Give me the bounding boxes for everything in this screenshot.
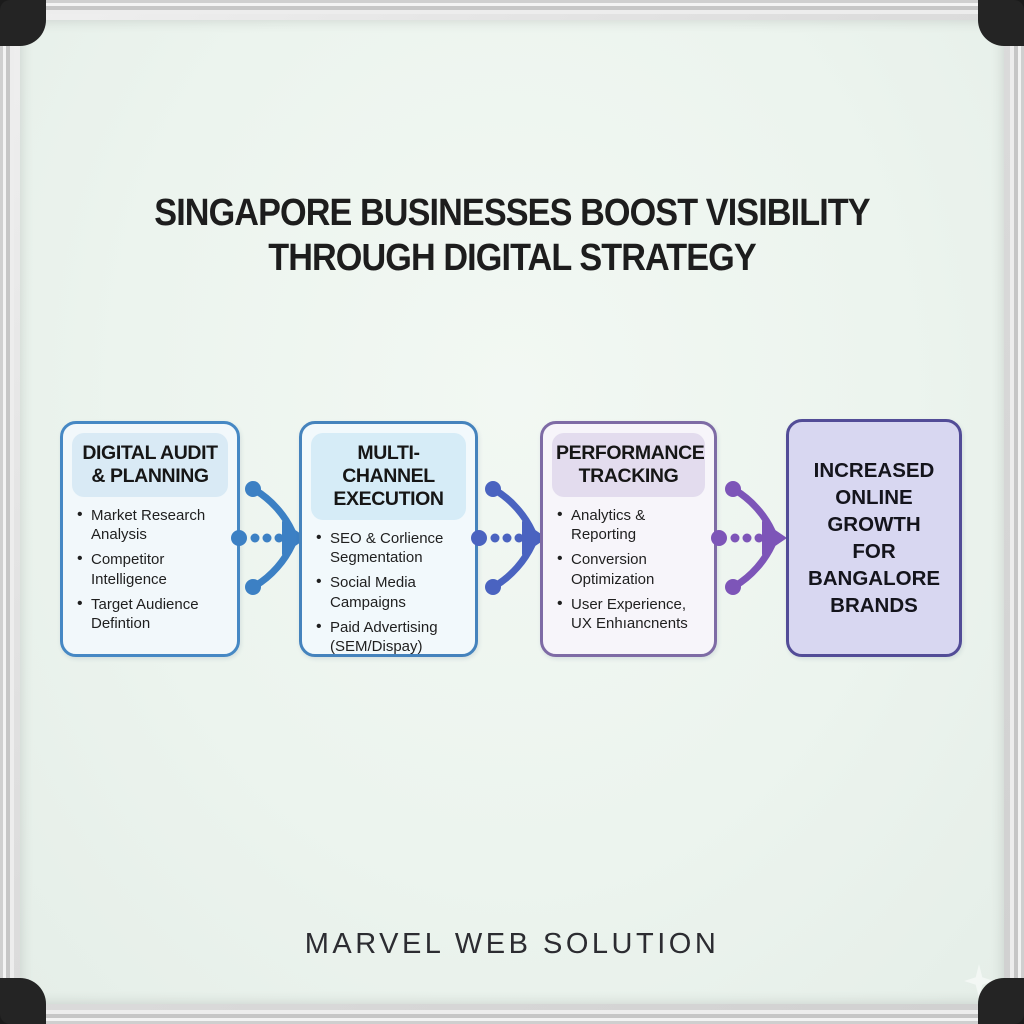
bullet-item: Target Audience Defintion — [77, 594, 231, 633]
card-multi-channel: MULTI-CHANNEL EXECUTION SEO & Corlience … — [299, 421, 478, 657]
frame-corner-cap — [978, 978, 1024, 1024]
card-bullet-list: SEO & Corlience Segmentation Social Medi… — [302, 528, 475, 656]
bullet-item: Analytics & Reporting — [557, 505, 708, 544]
bullet-item: SEO & Corlience Segmentation — [316, 528, 469, 567]
card-digital-audit: DIGITAL AUDIT & PLANNING Market Research… — [60, 421, 240, 657]
whiteboard-surface: SINGAPORE BUSINESSES BOOST VISIBILITY TH… — [20, 20, 1004, 1004]
page-title: SINGAPORE BUSINESSES BOOST VISIBILITY TH… — [154, 192, 870, 279]
bullet-item: Market Research Analysis — [77, 505, 231, 544]
brand-footer: MARVEL WEB SOLUTION — [304, 928, 720, 960]
bullet-item: Competitor Intelligence — [77, 549, 231, 588]
bullet-item: Paid Advertising (SEM/Dispay) — [316, 617, 469, 656]
card-bullet-list: Market Research Analysis Competitor Inte… — [63, 505, 237, 633]
bullet-item: Conversion Optimization — [557, 549, 708, 588]
result-text: INCREASED ONLINE GROWTH FOR BANGALORE BR… — [807, 458, 941, 618]
card-bullet-list: Analytics & Reporting Conversion Optimiz… — [543, 505, 714, 633]
card-performance-tracking: PERFORMANCE TRACKING Analytics & Reporti… — [540, 421, 717, 657]
card-title: MULTI-CHANNEL EXECUTION — [311, 433, 466, 520]
bullet-item: Social Media Campaigns — [316, 572, 469, 611]
flow-arrow-icon — [471, 481, 547, 595]
card-title: DIGITAL AUDIT & PLANNING — [72, 433, 228, 497]
card-title: PERFORMANCE TRACKING — [552, 433, 705, 497]
frame-corner-cap — [0, 978, 46, 1024]
bullet-item: User Experience, UX Enhıancnents — [557, 594, 708, 633]
flow-arrow-icon — [231, 481, 307, 595]
frame-corner-cap — [978, 0, 1024, 46]
frame-corner-cap — [0, 0, 46, 46]
flow-arrow-icon — [711, 481, 787, 595]
card-result: INCREASED ONLINE GROWTH FOR BANGALORE BR… — [786, 419, 962, 657]
